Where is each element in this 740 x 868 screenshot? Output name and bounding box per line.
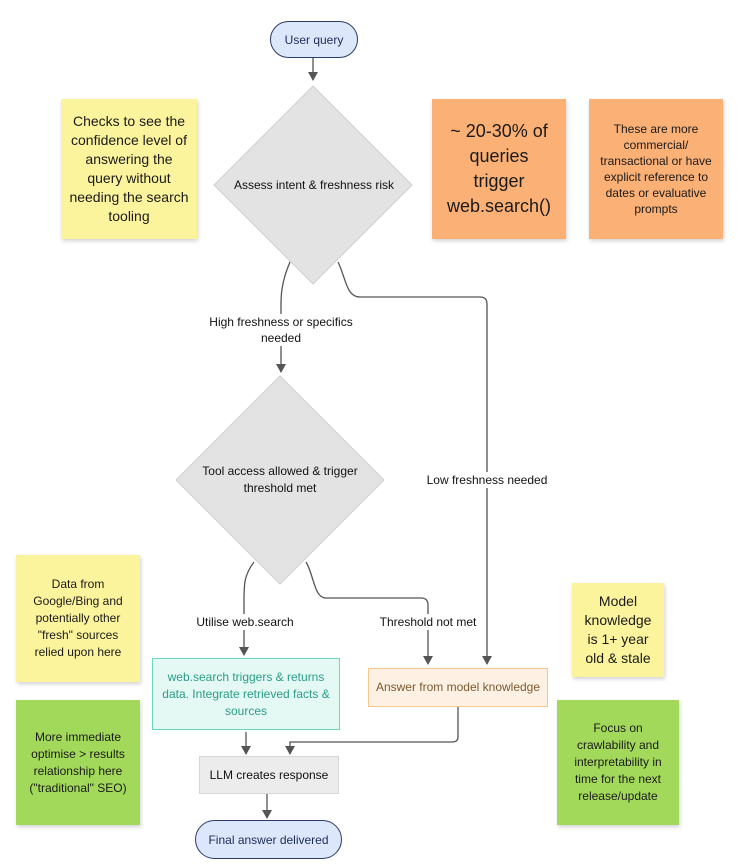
model-knowledge-box: Answer from model knowledge xyxy=(368,668,548,707)
edge-tool-to-threshold xyxy=(305,561,433,665)
web-search-box-text: web.search triggers & returns data. Inte… xyxy=(162,669,330,718)
note-fresh-sources: Data from Google/Bing and potentially ot… xyxy=(16,555,140,682)
note-fresh-sources-text: Data from Google/Bing and potentially ot… xyxy=(33,577,123,659)
note-model-stale: Model knowledge is 1+ year old & stale xyxy=(572,583,664,677)
note-commercial-text: These are more commercial/ transactional… xyxy=(600,122,712,216)
note-percent-queries: ~ 20-30% of queries trigger web.search() xyxy=(432,99,566,239)
utilise-search-label: Utilise web.search xyxy=(192,614,298,630)
model-knowledge-box-text: Answer from model knowledge xyxy=(375,680,541,694)
assess-intent-label: Assess intent & freshness risk xyxy=(233,177,395,192)
edge-assess-to-tool xyxy=(276,261,291,373)
note-immediate-seo: More immediate optimise > results relati… xyxy=(16,700,140,825)
llm-response-text: LLM creates response xyxy=(209,767,329,782)
final-answer-node: Final answer delivered xyxy=(195,820,342,859)
note-crawlability: Focus on crawlability and interpretabili… xyxy=(557,700,679,825)
note-confidence: Checks to see the confidence level of an… xyxy=(61,99,197,239)
web-search-box: web.search triggers & returns data. Inte… xyxy=(152,658,340,730)
edge-model-to-llm xyxy=(285,707,459,755)
note-percent-queries-text: ~ 20-30% of queries trigger web.search() xyxy=(446,121,552,216)
low-freshness-label: Low freshness needed xyxy=(425,472,549,488)
user-query-node: User query xyxy=(270,21,358,58)
note-crawlability-text: Focus on crawlability and interpretabili… xyxy=(574,721,662,803)
note-immediate-seo-text: More immediate optimise > results relati… xyxy=(29,729,127,795)
edge-tool-to-search xyxy=(239,561,255,656)
note-confidence-text: Checks to see the confidence level of an… xyxy=(69,113,189,224)
note-model-stale-text: Model knowledge is 1+ year old & stale xyxy=(584,593,652,666)
diamond-tool-access xyxy=(175,375,385,585)
llm-response-box: LLM creates response xyxy=(199,756,339,794)
note-commercial: These are more commercial/ transactional… xyxy=(589,99,723,239)
tool-access-label: Tool access allowed & trigger threshold … xyxy=(202,464,358,495)
diamond-assess-intent xyxy=(213,85,413,285)
threshold-not-met-label: Threshold not met xyxy=(377,614,479,630)
edge-assess-to-model xyxy=(337,261,492,665)
high-freshness-label: High freshness or specifics needed xyxy=(206,314,356,346)
